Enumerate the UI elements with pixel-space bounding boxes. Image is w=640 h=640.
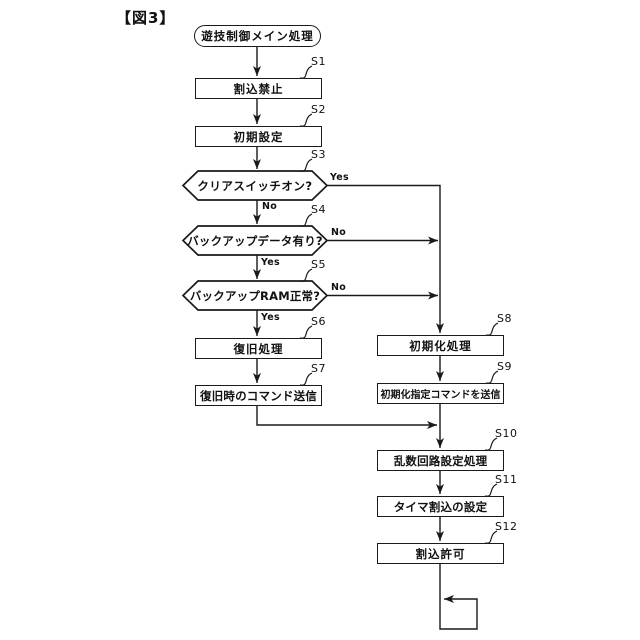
node-s8: 初期化処理 — [377, 335, 504, 356]
step-label-s12: S12 — [495, 520, 518, 533]
figure-title: 【図3】 — [116, 9, 176, 27]
branch-label-s5-no: No — [331, 282, 347, 293]
step-label-s6: S6 — [311, 315, 326, 328]
node-s7: 復旧時のコマンド送信 — [195, 385, 322, 406]
step-label-s10: S10 — [495, 427, 518, 440]
node-s5: バックアップRAM正常? — [189, 288, 321, 303]
label-squiggles — [299, 65, 499, 544]
branch-label-s5-yes: Yes — [261, 312, 281, 323]
step-label-s9: S9 — [497, 360, 512, 373]
step-label-s8: S8 — [497, 312, 512, 325]
step-label-s5: S5 — [311, 258, 326, 271]
step-label-s1: S1 — [311, 55, 326, 68]
branch-label-s3-yes: Yes — [330, 172, 350, 183]
branch-label-s4-yes: Yes — [261, 257, 281, 268]
node-start: 遊技制御メイン処理 — [194, 25, 321, 47]
edge-s3-yes-to-s8 — [327, 184, 444, 333]
edge-main-loop — [439, 564, 478, 630]
node-s6: 復旧処理 — [195, 338, 322, 359]
node-s1: 割込禁止 — [195, 78, 322, 99]
step-label-s11: S11 — [495, 473, 518, 486]
step-label-s4: S4 — [311, 203, 326, 216]
branch-label-s3-no: No — [262, 201, 278, 212]
branch-label-s4-no: No — [331, 227, 347, 238]
node-s3: クリアスイッチオン? — [197, 178, 313, 193]
step-label-s3: S3 — [311, 148, 326, 161]
node-s10: 乱数回路設定処理 — [377, 450, 504, 471]
node-s4: バックアップデータ有り? — [187, 233, 323, 248]
node-s9: 初期化指定コマンドを送信 — [377, 383, 504, 404]
step-label-s7: S7 — [311, 362, 326, 375]
node-s11: タイマ割込の設定 — [377, 496, 504, 517]
node-s2: 初期設定 — [195, 126, 322, 147]
edge-s7-merge — [256, 406, 437, 429]
node-s12: 割込許可 — [377, 543, 504, 564]
step-label-s2: S2 — [311, 103, 326, 116]
